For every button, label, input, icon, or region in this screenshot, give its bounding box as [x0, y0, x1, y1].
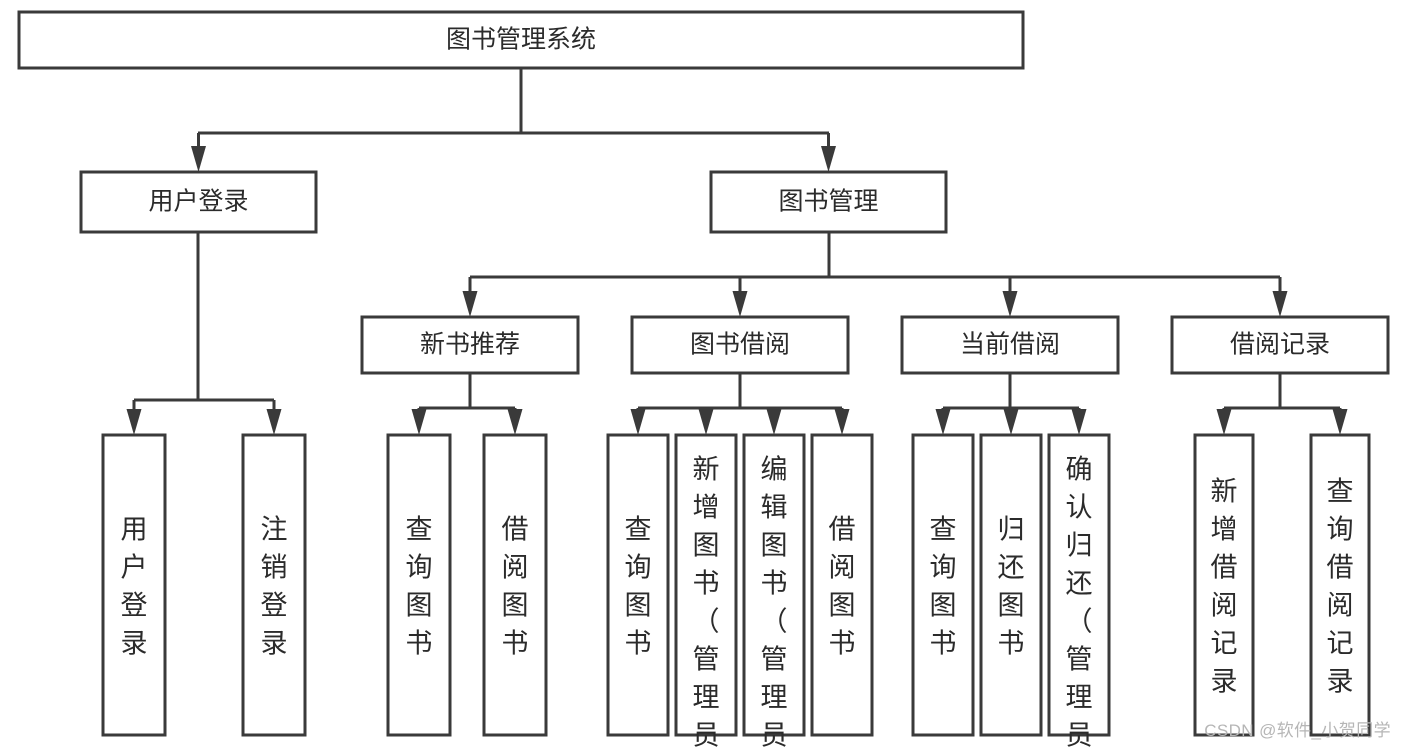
node-label-leaf-edit-book: 编辑图书（管理员）: [761, 455, 788, 747]
node-label-leaf-confirm-return: 确认归还（管理员）: [1066, 455, 1093, 747]
node-box-leaf-query-book-3: [911, 433, 975, 737]
node-label-leaf-query-book-3: 查询图书: [930, 515, 957, 659]
node-label-leaf-query-record: 查询借阅记录: [1327, 477, 1354, 697]
node-borrow-record[interactable]: 借阅记录: [1170, 315, 1390, 375]
node-box-borrow-record: [1170, 315, 1390, 375]
node-label-book-borrow: 图书借阅: [690, 331, 790, 359]
node-leaf-query-book-1[interactable]: 查询图书: [386, 433, 452, 737]
node-box-root: [17, 10, 1025, 70]
node-label-leaf-query-book-2: 查询图书: [625, 515, 652, 659]
node-box-new-book-recommend: [360, 315, 580, 375]
node-label-leaf-borrow-book-2: 借阅图书: [829, 515, 856, 659]
node-leaf-return-book[interactable]: 归还图书: [979, 433, 1043, 737]
node-label-leaf-borrow-book-1: 借阅图书: [502, 515, 529, 659]
node-leaf-edit-book[interactable]: 编辑图书（管理员）: [742, 433, 806, 747]
node-label-leaf-add-record: 新增借阅记录: [1211, 477, 1238, 697]
node-label-leaf-return-book: 归还图书: [998, 515, 1025, 659]
node-current-borrow[interactable]: 当前借阅: [900, 315, 1120, 375]
node-box-book-borrow: [630, 315, 850, 375]
node-box-book-manage: [709, 170, 948, 234]
node-leaf-confirm-return[interactable]: 确认归还（管理员）: [1047, 433, 1111, 747]
node-box-leaf-logout: [241, 433, 307, 737]
node-label-borrow-record: 借阅记录: [1230, 331, 1330, 359]
node-box-leaf-query-record: [1309, 433, 1371, 737]
node-box-user-login: [79, 170, 318, 234]
node-box-leaf-confirm-return: [1047, 433, 1111, 737]
node-book-borrow[interactable]: 图书借阅: [630, 315, 850, 375]
node-label-leaf-query-book-1: 查询图书: [406, 515, 433, 659]
node-leaf-query-record[interactable]: 查询借阅记录: [1309, 433, 1371, 737]
node-box-leaf-query-book-2: [606, 433, 670, 737]
node-box-leaf-borrow-book-2: [810, 433, 874, 737]
node-box-leaf-edit-book: [742, 433, 806, 737]
node-label-user-login: 用户登录: [148, 188, 248, 216]
connector-layer: [126, 68, 1348, 435]
node-box-leaf-add-book: [674, 433, 738, 737]
node-box-leaf-add-record: [1193, 433, 1255, 737]
node-leaf-add-book[interactable]: 新增图书（管理员）: [674, 433, 738, 747]
node-leaf-add-record[interactable]: 新增借阅记录: [1193, 433, 1255, 737]
node-layer: 图书管理系统用户登录图书管理新书推荐图书借阅当前借阅借阅记录用户登录注销登录查询…: [17, 10, 1390, 747]
node-label-new-book-recommend: 新书推荐: [420, 331, 520, 359]
node-label-leaf-add-book: 新增图书（管理员）: [693, 455, 720, 747]
csdn-watermark: CSDN @软件_小贺同学: [1204, 721, 1391, 740]
node-label-root: 图书管理系统: [446, 26, 596, 54]
node-leaf-logout[interactable]: 注销登录: [241, 433, 307, 737]
node-leaf-user-login[interactable]: 用户登录: [101, 433, 167, 737]
node-leaf-borrow-book-1[interactable]: 借阅图书: [482, 433, 548, 737]
node-label-leaf-logout: 注销登录: [261, 515, 288, 659]
node-user-login[interactable]: 用户登录: [79, 170, 318, 234]
node-box-leaf-query-book-1: [386, 433, 452, 737]
node-leaf-query-book-2[interactable]: 查询图书: [606, 433, 670, 737]
node-leaf-query-book-3[interactable]: 查询图书: [911, 433, 975, 737]
node-book-manage[interactable]: 图书管理: [709, 170, 948, 234]
node-label-book-manage: 图书管理: [778, 188, 878, 216]
node-box-current-borrow: [900, 315, 1120, 375]
node-leaf-borrow-book-2[interactable]: 借阅图书: [810, 433, 874, 737]
node-label-leaf-user-login: 用户登录: [121, 515, 148, 659]
node-root[interactable]: 图书管理系统: [17, 10, 1025, 70]
node-new-book-recommend[interactable]: 新书推荐: [360, 315, 580, 375]
node-label-current-borrow: 当前借阅: [960, 331, 1060, 359]
node-box-leaf-borrow-book-1: [482, 433, 548, 737]
node-box-leaf-return-book: [979, 433, 1043, 737]
node-box-leaf-user-login: [101, 433, 167, 737]
